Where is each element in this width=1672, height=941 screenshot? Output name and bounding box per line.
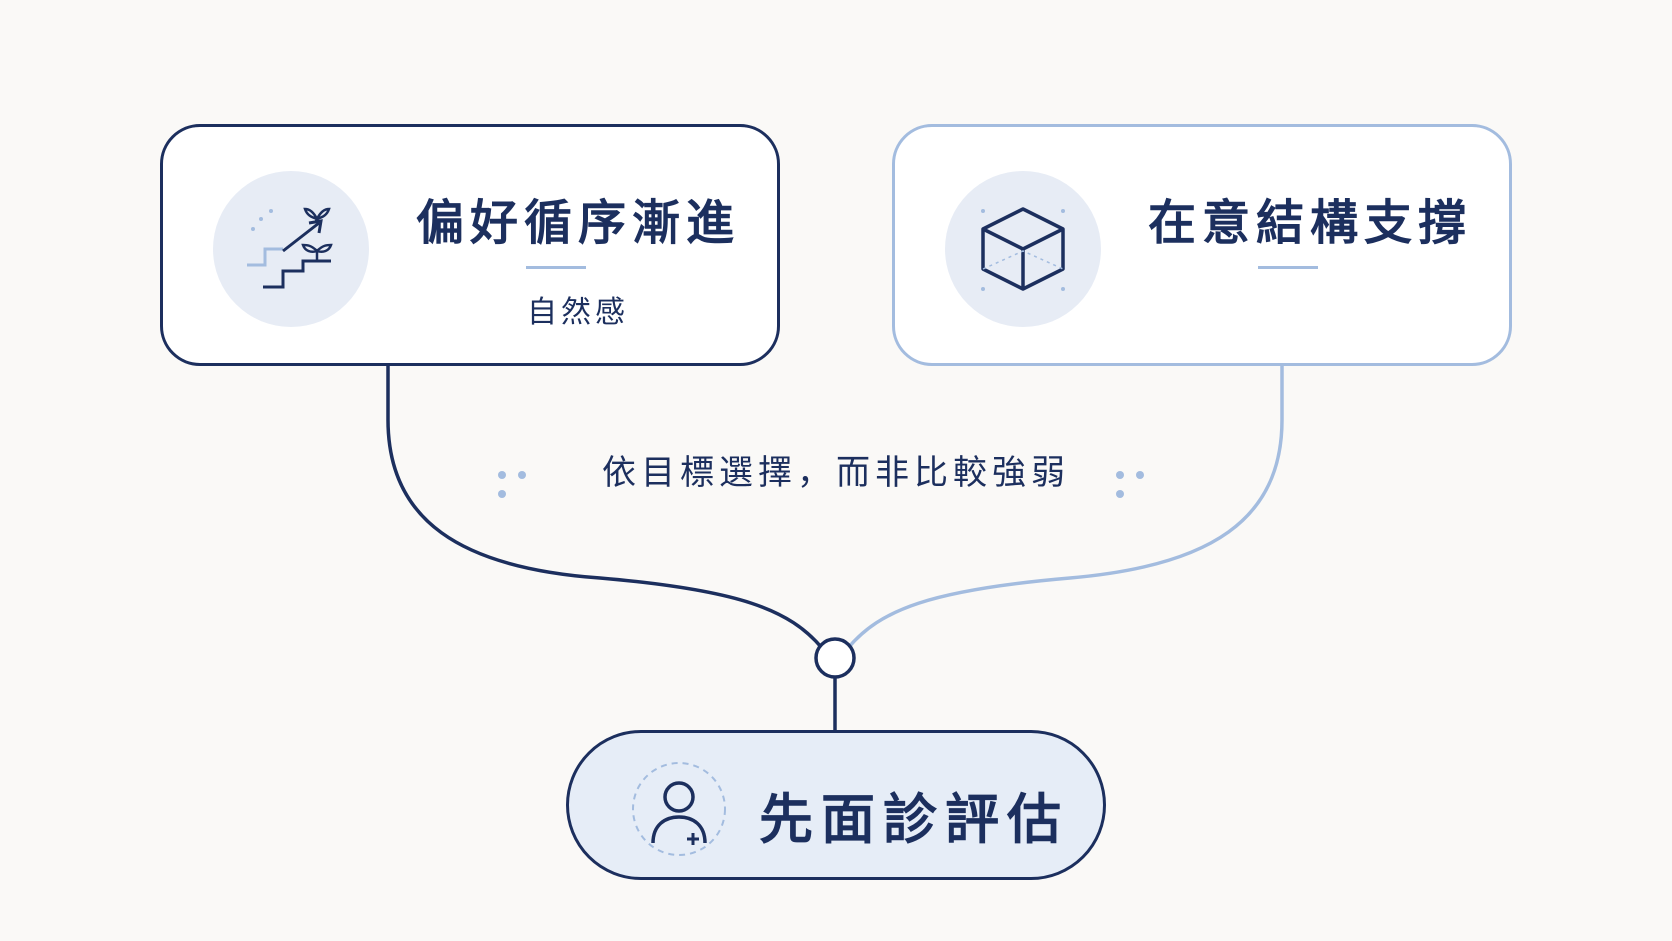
option-card-gradual: 偏好循序漸進 自然感 — [160, 124, 780, 366]
title-divider — [526, 266, 586, 269]
option-subtitle-natural: 自然感 — [527, 295, 629, 330]
dots-decoration-right — [1116, 464, 1172, 498]
right-connector — [846, 366, 1284, 650]
cube-icon — [945, 171, 1101, 327]
option-title-structure: 在意結構支撐 — [1147, 195, 1472, 251]
consultation-node: 先面診評估 — [566, 730, 1106, 880]
connector-caption: 依目標選擇，而非比較強弱 — [602, 453, 1070, 493]
title-divider — [1258, 266, 1318, 269]
consultation-title: 先面診評估 — [759, 787, 1069, 851]
option-title-gradual: 偏好循序漸進 — [415, 195, 740, 251]
stairs-growth-icon — [213, 171, 369, 327]
dots-decoration-left — [498, 464, 554, 498]
person-add-icon — [632, 762, 726, 856]
left-connector — [386, 366, 824, 650]
junction-node — [814, 637, 856, 679]
option-card-structure: 在意結構支撐 — [892, 124, 1512, 366]
